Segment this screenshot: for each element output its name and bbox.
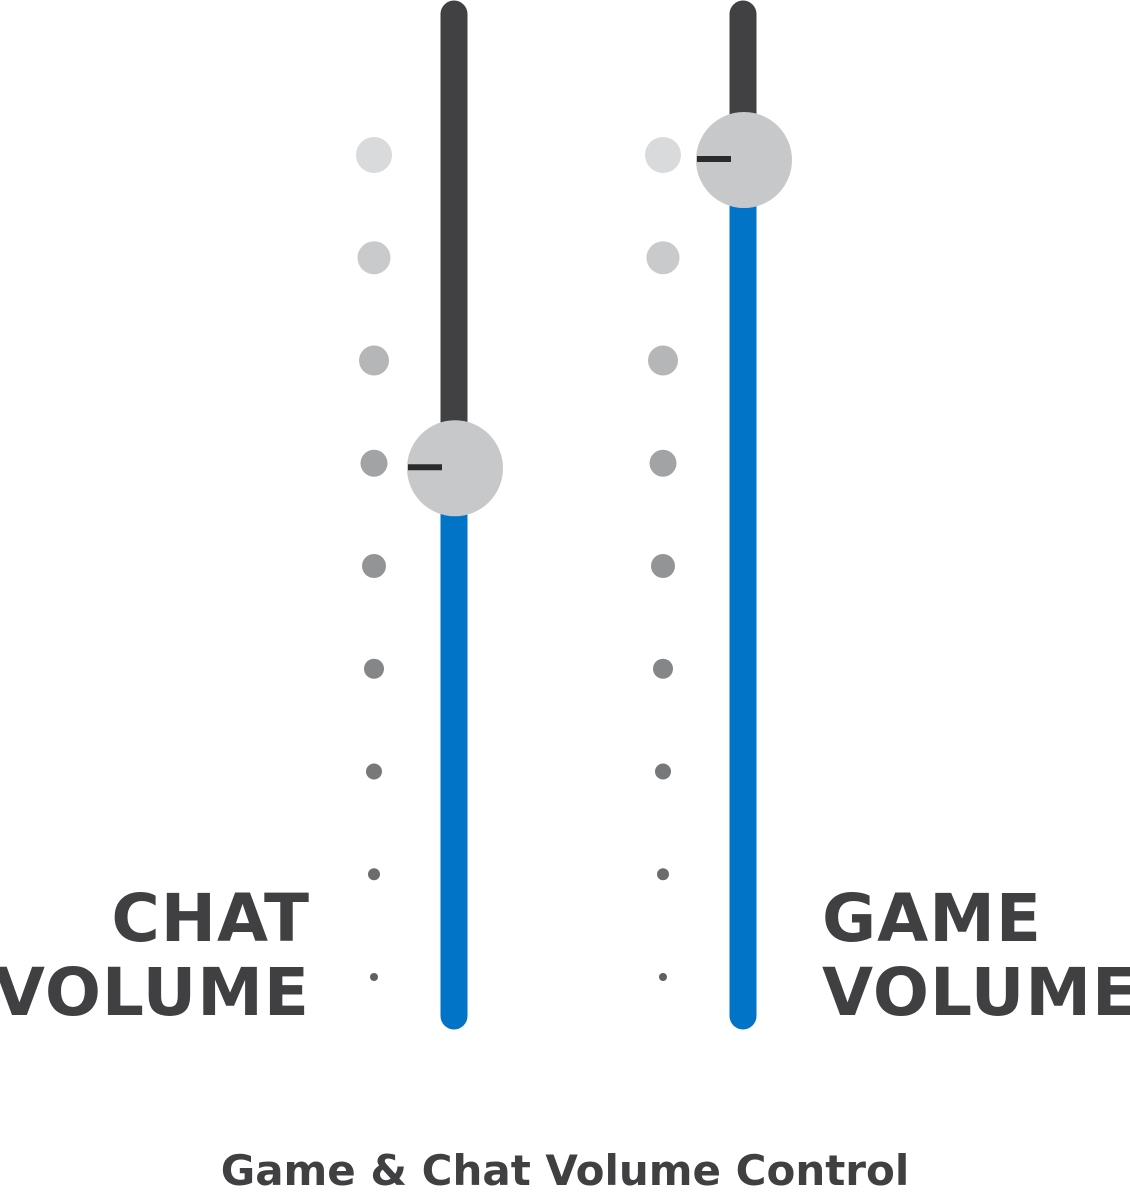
chat-scale-dot [364,658,384,679]
chat-volume-slider[interactable] [356,0,503,1030]
game-label-line-1: GAME [822,880,1043,957]
game-scale-dot [649,449,677,477]
chat-scale-dot [359,345,389,376]
game-volume-slider[interactable] [645,0,792,1030]
chat-scale-dot [356,137,392,173]
game-volume-label: GAME VOLUME [822,882,1130,1030]
game-scale-dot [645,137,681,173]
chat-scale-dot [368,868,380,881]
game-slider-knob[interactable] [696,112,792,208]
game-scale-dot [655,763,671,780]
game-scale-dot [653,658,673,679]
game-scale-dot [657,868,669,881]
game-scale-dot [659,973,667,981]
game-scale-dot [651,554,675,578]
chat-scale-dot [362,554,386,578]
chat-scale-dot [357,241,391,275]
chat-scale-dot [366,763,382,780]
chat-scale-dot [370,973,378,981]
game-label-line-2: VOLUME [822,954,1130,1031]
chat-slider-knob[interactable] [407,420,503,517]
chat-volume-label: CHAT VOLUME [0,882,310,1030]
chat-label-line-2: VOLUME [0,954,310,1031]
game-scale-dot [648,345,678,376]
diagram-title: Game & Chat Volume Control [220,1146,910,1195]
chat-scale-dot [360,449,388,477]
chat-label-line-1: CHAT [111,880,310,957]
game-scale-dot [646,241,680,275]
